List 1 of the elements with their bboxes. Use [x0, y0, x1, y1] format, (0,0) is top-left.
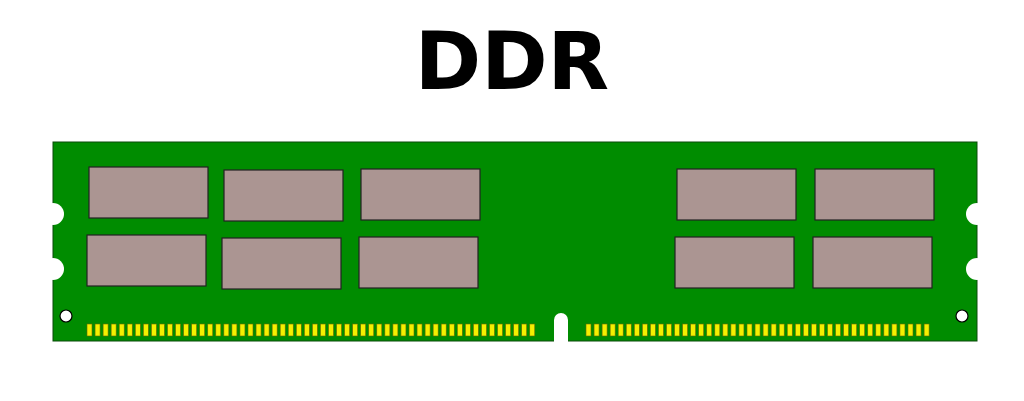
- title: DDR: [414, 18, 610, 106]
